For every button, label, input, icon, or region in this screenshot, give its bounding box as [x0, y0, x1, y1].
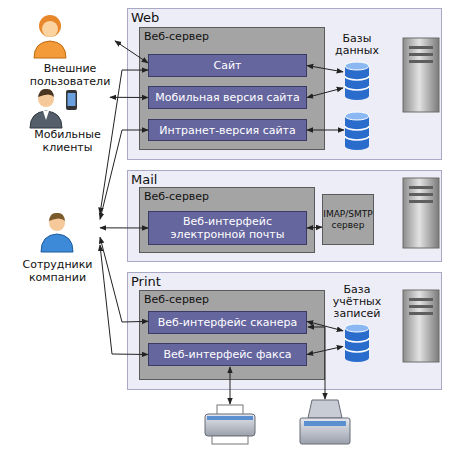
database-wire [307, 130, 344, 131]
scanner-glass [304, 421, 346, 426]
person-body [30, 111, 62, 128]
printer-wire [230, 367, 231, 404]
connector-arrow [100, 237, 148, 322]
process-box: Веб-интерфейс сканера [148, 311, 307, 334]
phone-screen [68, 93, 76, 106]
database-label: База учётных записей [328, 284, 386, 320]
actor-label: Внешние пользователи [25, 62, 115, 88]
server-slot [409, 298, 433, 301]
printer-stripe [207, 416, 253, 420]
person-collar [43, 111, 49, 120]
database-band [345, 126, 369, 140]
database-cylinder [345, 328, 369, 358]
server-slot [409, 193, 433, 196]
phone-symbol [66, 90, 77, 110]
box-label: Мобильная версия сайта [155, 91, 299, 104]
database-top [345, 112, 369, 120]
database-band [345, 76, 369, 90]
actor-label: Сотрудники компании [15, 258, 100, 284]
server-tower [403, 178, 439, 248]
panel-title: Web [131, 10, 159, 25]
connector-arrow [307, 227, 322, 229]
server-slot [409, 46, 433, 49]
connector-arrow [307, 66, 343, 72]
database-cylinder [345, 142, 369, 150]
process-box: Сайт [148, 54, 307, 77]
server-tower [403, 38, 439, 112]
database-cylinder [345, 66, 369, 96]
server-slot [409, 312, 433, 315]
server-slot [409, 200, 433, 203]
connector-arrow [100, 227, 148, 228]
server-tower [403, 290, 439, 362]
database-node: База учётных записей [343, 284, 371, 362]
printer-symbol [205, 414, 255, 436]
actor-label: Мобильные клиенты [25, 128, 110, 154]
connector-arrow [100, 245, 148, 355]
actor-node: Внешние пользователи [25, 12, 115, 88]
person-face [42, 21, 58, 37]
box-label: Веб-интерфейс электронной почты [149, 215, 306, 241]
connector-arrow [110, 97, 148, 98]
process-box: Интранет-версия сайта [148, 119, 307, 141]
web-server-box: Веб-серверСайтМобильная версия сайтаИнтр… [139, 27, 325, 150]
panel-title: Mail [131, 172, 157, 187]
database-top [345, 324, 369, 332]
database-top [345, 62, 369, 70]
connector-arrow [307, 321, 343, 330]
box-label: IMAP/SMTP сервер [323, 209, 373, 231]
scanner-wire [308, 327, 325, 399]
server-slot [409, 186, 433, 189]
printer-paper [217, 405, 243, 417]
server-panel: PrintВеб-серверВеб-интерфейс сканераВеб-… [127, 272, 442, 390]
printer-tray [212, 436, 248, 444]
box-title: Веб-сервер [144, 30, 209, 43]
connector-arrow [307, 88, 343, 98]
person-body [34, 41, 66, 58]
web-server-box: Веб-серверВеб-интерфейс электронной почт… [139, 187, 315, 253]
connector-arrow [100, 130, 148, 219]
person-face [38, 91, 54, 107]
database-node: Базы данных [343, 33, 371, 100]
server-slot [409, 53, 433, 56]
panel-title: Print [131, 274, 161, 289]
person-face [49, 215, 65, 231]
database-cylinder [345, 354, 369, 362]
person-hair [38, 89, 54, 97]
connector-arrow [100, 70, 148, 214]
person-hair [49, 213, 65, 221]
process-box: Веб-интерфейс факса [148, 343, 307, 366]
actor-node: Сотрудники компании [15, 206, 100, 284]
person-body [41, 234, 73, 252]
server-panel: WebВеб-серверСайтМобильная версия сайтаИ… [127, 8, 442, 160]
box-label: Сайт [214, 59, 242, 72]
mail-server-box: IMAP/SMTP сервер [322, 194, 374, 245]
process-box: Веб-интерфейс электронной почты [148, 211, 307, 245]
scanner-symbol [300, 418, 350, 444]
box-label: Интранет-версия сайта [159, 124, 296, 137]
box-title: Веб-сервер [144, 293, 209, 306]
actor-node: Мобильные клиенты [25, 84, 110, 154]
database-label: Базы данных [328, 33, 386, 57]
database-band [345, 338, 369, 352]
person-hair [39, 15, 61, 37]
box-label: Веб-интерфейс факса [163, 348, 291, 361]
process-box: Мобильная версия сайта [148, 86, 307, 109]
box-title: Веб-сервер [144, 190, 209, 203]
server-panel: MailВеб-серверВеб-интерфейс электронной … [127, 170, 442, 262]
database-cylinder [345, 92, 369, 100]
connector-arrow [307, 346, 343, 354]
scanner-lid [308, 400, 342, 418]
connector-arrow [115, 41, 148, 63]
server-slot [409, 305, 433, 308]
server-slot [409, 60, 433, 63]
box-label: Веб-интерфейс сканера [158, 316, 298, 329]
database-cylinder [345, 116, 369, 146]
web-server-box: Веб-серверВеб-интерфейс сканераВеб-интер… [139, 290, 325, 380]
